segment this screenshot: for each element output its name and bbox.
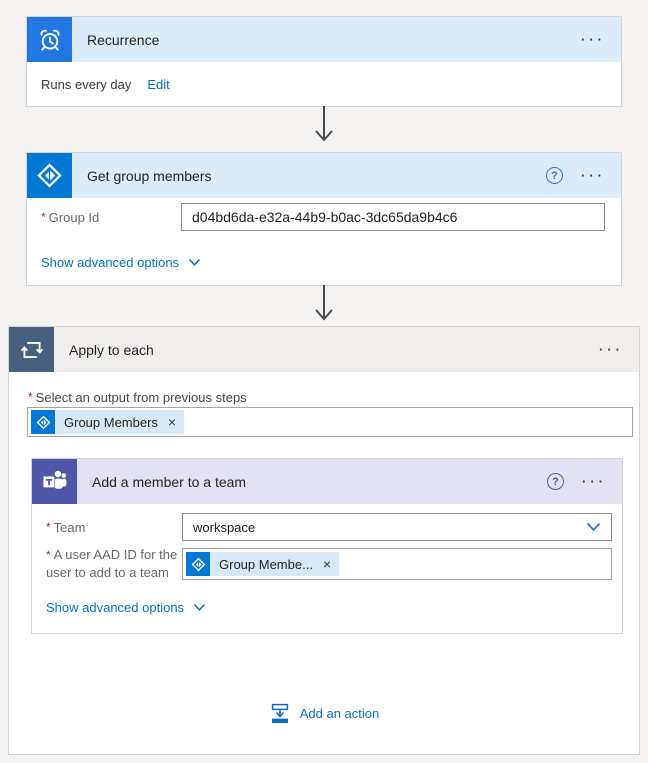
add-member-to-team-header[interactable]: Add a member to a team ? ··· — [32, 459, 622, 504]
apply-to-each-title: Apply to each — [69, 341, 154, 358]
group-members-token[interactable]: Group Membe... × — [186, 552, 340, 576]
get-group-members-help-button[interactable]: ? — [546, 167, 563, 184]
recurrence-summary: Runs every day — [41, 76, 132, 92]
token-remove-button[interactable]: × — [163, 410, 185, 434]
group-id-label: Group Id — [48, 210, 100, 225]
group-members-token[interactable]: Group Members × — [31, 410, 185, 434]
required-marker: * — [41, 210, 46, 224]
add-an-action-button[interactable]: Add an action — [9, 702, 639, 724]
azure-ad-token-icon — [31, 410, 55, 434]
apply-to-each-header[interactable]: Apply to each ··· — [9, 327, 639, 372]
recurrence-card-header[interactable]: Recurrence ··· — [27, 17, 621, 62]
team-label: Team — [53, 520, 86, 535]
select-output-label: Select an output from previous steps — [35, 390, 247, 405]
teams-connector-icon — [32, 459, 77, 504]
recurrence-more-menu-button[interactable]: ··· — [581, 32, 606, 47]
aad-id-token-field[interactable]: Group Membe... × — [182, 548, 612, 580]
add-member-to-team-title: Add a member to a team — [92, 473, 247, 490]
azure-ad-connector-icon — [27, 153, 72, 198]
ggm-show-advanced-options-link[interactable]: Show advanced options — [41, 255, 201, 270]
recurrence-clock-icon — [27, 17, 72, 62]
apply-to-each-more-menu-button[interactable]: ··· — [599, 342, 624, 357]
apply-to-each-container[interactable]: Apply to each ··· * Select an output fro… — [8, 326, 640, 755]
connector-arrow-down-icon — [315, 106, 333, 142]
required-marker: * — [28, 390, 33, 404]
get-group-members-title: Get group members — [87, 167, 212, 184]
team-dropdown-value: workspace — [193, 519, 256, 535]
ggm-advanced-label: Show advanced options — [41, 255, 180, 270]
recurrence-title: Recurrence — [87, 31, 160, 48]
amt-show-advanced-options-link[interactable]: Show advanced options — [46, 600, 206, 615]
get-group-members-more-menu-button[interactable]: ··· — [581, 168, 606, 183]
token-label: Group Membe... — [210, 552, 319, 576]
azure-ad-token-icon — [186, 552, 210, 576]
select-output-token-field[interactable]: Group Members × — [27, 407, 633, 437]
add-member-to-team-card[interactable]: Add a member to a team ? ··· * Team work… — [31, 458, 623, 634]
token-label: Group Members — [55, 410, 164, 434]
add-member-help-button[interactable]: ? — [547, 473, 564, 490]
chevron-down-icon — [189, 258, 201, 266]
amt-advanced-label: Show advanced options — [46, 600, 185, 615]
group-id-input[interactable] — [181, 203, 605, 231]
apply-to-each-loop-icon — [9, 327, 54, 372]
add-member-more-menu-button[interactable]: ··· — [582, 474, 607, 489]
recurrence-card[interactable]: Recurrence ··· Runs every day Edit — [26, 16, 622, 107]
get-group-members-card-header[interactable]: Get group members ? ··· — [27, 153, 621, 198]
token-remove-button[interactable]: × — [318, 552, 340, 576]
dropdown-chevron-icon — [586, 522, 601, 532]
team-dropdown[interactable]: workspace — [182, 513, 612, 541]
required-marker: * — [46, 520, 51, 534]
connector-arrow-down-icon — [315, 285, 333, 321]
aad-id-label: A user AAD ID for the user to add to a t… — [46, 547, 178, 580]
chevron-down-icon — [194, 603, 206, 611]
add-an-action-label: Add an action — [299, 705, 380, 721]
get-group-members-card[interactable]: Get group members ? ··· * Group Id Show … — [26, 152, 622, 286]
add-action-icon — [271, 703, 288, 723]
recurrence-edit-link[interactable]: Edit — [147, 76, 170, 92]
required-marker: * — [46, 548, 51, 562]
